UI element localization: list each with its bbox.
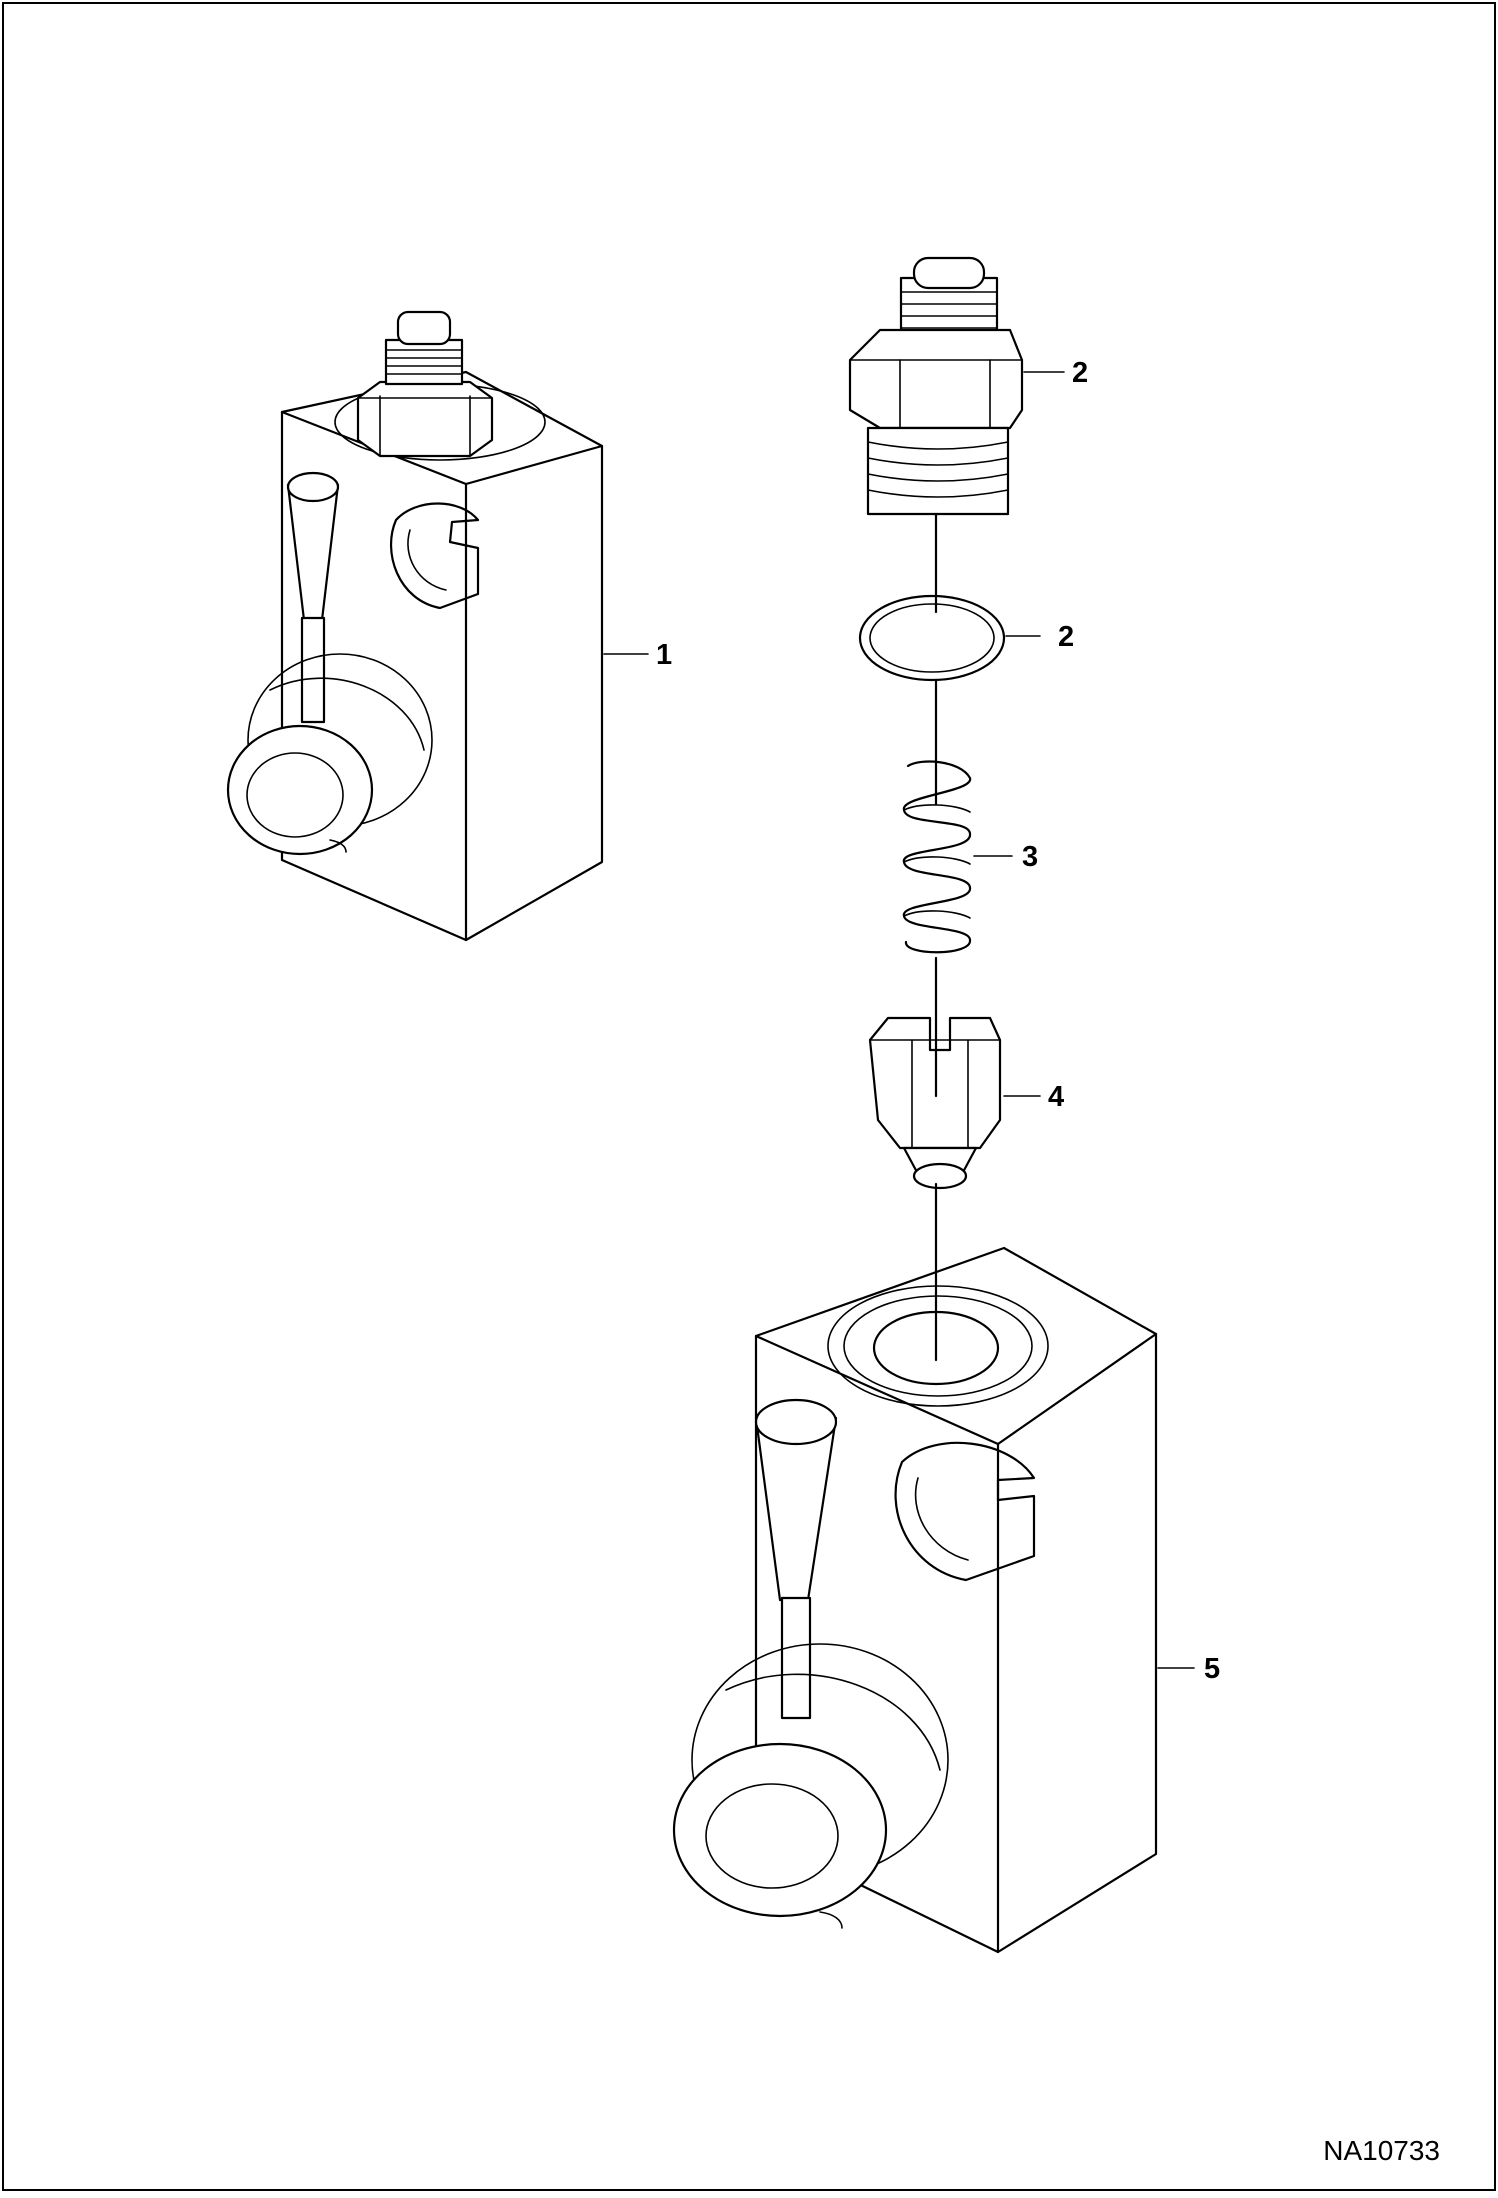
side-port-1: [389, 502, 480, 610]
hex-fitting-1: [356, 380, 494, 458]
valve-body-part-5: [672, 1246, 1158, 1954]
callout-5: 5: [1204, 1653, 1220, 1685]
valve-block-1: [280, 370, 604, 942]
callout-2-o-ring: 2: [1058, 621, 1074, 653]
valve-assembly-part-1: [226, 310, 604, 942]
lever-knob-1: [226, 724, 374, 856]
callout-4: 4: [1048, 1081, 1064, 1113]
fitting-part-2: [848, 256, 1024, 516]
hex-fitting-2: [848, 328, 1024, 430]
lever-knob-5: [672, 1742, 888, 1918]
callout-1: 1: [656, 639, 672, 671]
spring-part-3: [902, 760, 972, 954]
side-port-5: [894, 1441, 1036, 1582]
callout-2-fitting: 2: [1072, 357, 1088, 389]
reference-number: NA10733: [1323, 2135, 1440, 2166]
callout-3: 3: [1022, 841, 1038, 873]
o-ring-part-2: [858, 594, 1006, 682]
leader-lines: [603, 371, 1195, 1669]
